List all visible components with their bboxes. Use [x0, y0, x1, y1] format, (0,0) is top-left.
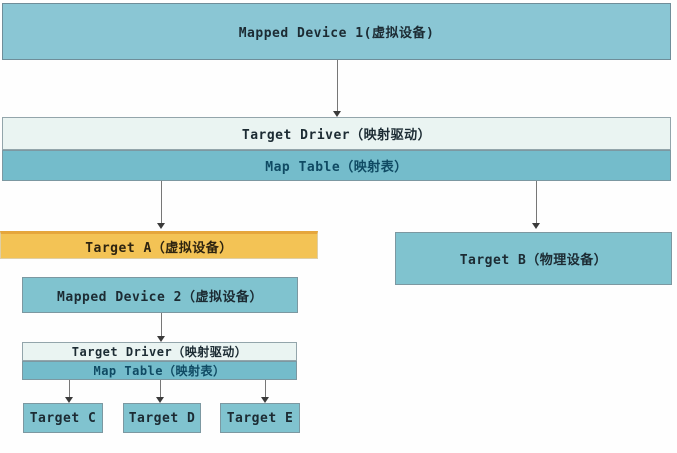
arrow-line-maptable-to-target-b	[536, 181, 537, 224]
target-driver-bar-2: Target Driver（映射驱动）	[22, 342, 297, 361]
mapped-device-2-box: Mapped Device 2（虚拟设备）	[22, 277, 298, 313]
target-a-box: Target A（虚拟设备）	[0, 231, 318, 259]
arrow-line-md1-to-driver	[337, 60, 338, 112]
target-d-box: Target D	[123, 403, 201, 433]
arrow-head-maptable-to-target-b	[532, 223, 540, 229]
arrow-line-maptable-to-target-a	[161, 181, 162, 224]
mapped-device-1-box: Mapped Device 1(虚拟设备)	[2, 3, 671, 60]
arrow-line-md2-to-driver2	[161, 313, 162, 337]
target-b-box: Target B（物理设备）	[395, 232, 672, 285]
target-c-box: Target C	[23, 403, 103, 433]
map-table-bar-1: Map Table（映射表）	[2, 150, 671, 181]
arrow-head-maptable2-to-target-e	[261, 397, 269, 403]
arrow-head-md1-to-driver	[333, 111, 341, 117]
arrow-line-maptable2-to-target-e	[265, 380, 266, 398]
arrow-head-md2-to-driver2	[157, 336, 165, 342]
target-e-box: Target E	[220, 403, 300, 433]
map-table-bar-2: Map Table（映射表）	[22, 361, 297, 380]
target-driver-bar-1: Target Driver（映射驱动）	[2, 117, 671, 150]
arrow-line-maptable2-to-target-c	[69, 380, 70, 398]
arrow-line-maptable2-to-target-d	[160, 380, 161, 398]
arrow-head-maptable2-to-target-c	[65, 397, 73, 403]
arrow-head-maptable-to-target-a	[157, 223, 165, 229]
arrow-head-maptable2-to-target-d	[156, 397, 164, 403]
